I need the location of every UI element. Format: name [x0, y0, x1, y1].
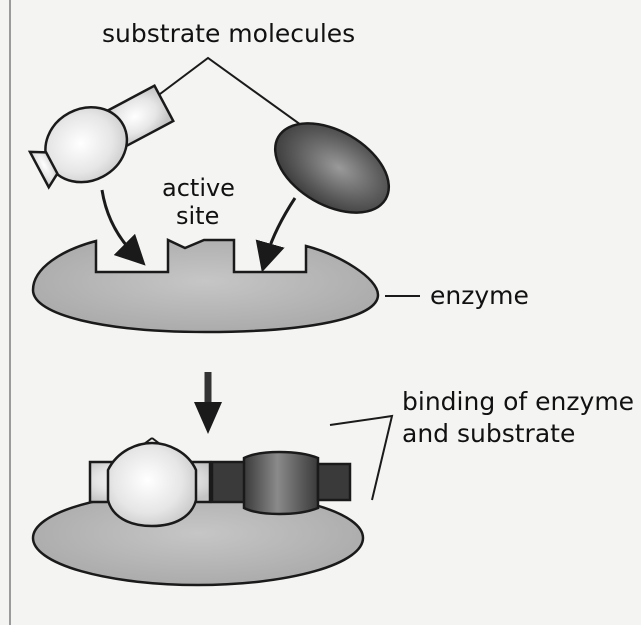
- enzyme-with-active-site: [33, 240, 378, 332]
- right-substrate-arrow: [266, 198, 295, 258]
- binding-label-line2: and substrate: [402, 419, 575, 448]
- dark-substrate-molecule: [260, 105, 404, 231]
- left-substrate-arrow: [102, 190, 135, 255]
- binding-label-line1: binding of enzyme: [402, 387, 634, 416]
- light-substrate-molecule: [22, 72, 180, 202]
- enzyme-label: enzyme: [430, 281, 529, 310]
- substrate-molecules-label: substrate molecules: [102, 19, 355, 48]
- reaction-arrow: [194, 372, 222, 434]
- active-site-label-line2: site: [176, 202, 219, 230]
- active-site-label-line1: active: [162, 174, 235, 202]
